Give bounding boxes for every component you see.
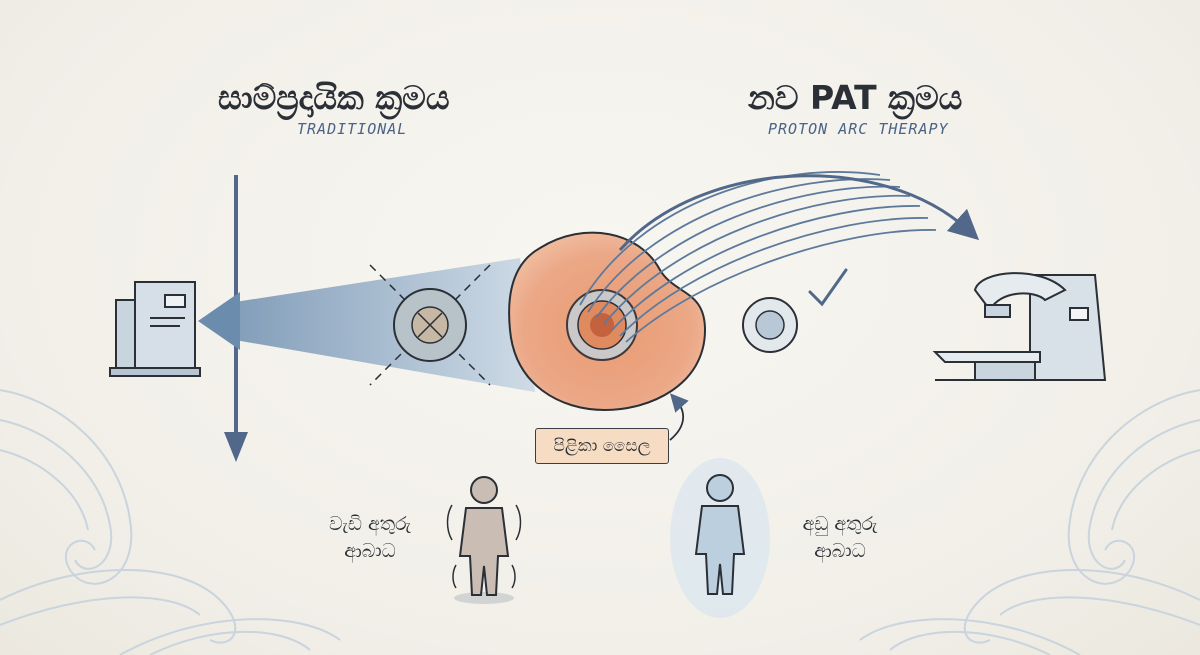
damaged-organ-icon [369,264,491,386]
tumor-label: පිළිකා සෛල [535,428,669,464]
decorative-waves-right [859,389,1200,655]
high-side-effects-line1: වැඩි අතුරු [328,513,412,535]
beam-arrowhead-left [198,292,240,350]
traditional-machine-icon [109,281,201,377]
traditional-beam [235,258,535,392]
low-side-effects-line1: අඩු අතුරු [802,513,878,535]
traditional-subtitle: TRADITIONAL [297,120,408,138]
pat-machine-icon [932,272,1107,381]
low-side-effects-line2: ආබාධ [814,540,866,562]
traditional-title: සාම්ප්‍රදායික ක්‍රමය [218,78,450,117]
low-side-effects-label: අඩු අතුරු ආබාධ [770,511,910,565]
tumor-pointer [669,393,689,441]
check-icon [808,268,848,307]
high-side-effects-line2: ආබාධ [344,540,396,562]
pat-title: නව PAT ක්‍රමය [748,78,963,117]
arc-arrow-to-machine [618,174,980,251]
decorative-waves-left [0,389,341,655]
pat-subtitle: PROTON ARC THERAPY [768,120,949,138]
healthy-organ-icon [742,297,798,353]
high-side-effects-label: වැඩි අතුරු ආබාධ [300,511,440,565]
person-low-effects-icon [670,458,770,618]
person-high-effects-icon [446,476,522,604]
